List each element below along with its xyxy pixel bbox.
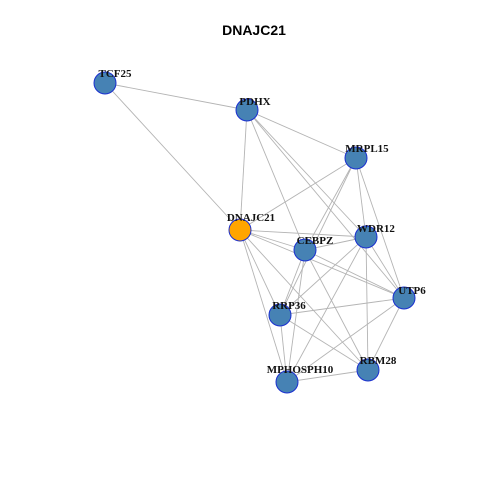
node-dnajc21[interactable] — [228, 218, 252, 242]
node-label-dnajc21: DNAJC21 — [227, 212, 275, 224]
node-mrpl15[interactable] — [344, 146, 368, 170]
node-cebpz[interactable] — [293, 238, 317, 262]
edge-cebpz-rrp36 — [279, 249, 306, 316]
edge-tcf25-pdhx — [104, 82, 248, 111]
edge-dnajc21-rbm28 — [239, 229, 369, 371]
node-label-rbm28: RBM28 — [360, 355, 397, 367]
edge-layer — [104, 82, 405, 383]
node-utp6[interactable] — [392, 286, 416, 310]
node-pdhx[interactable] — [235, 98, 259, 122]
edge-mrpl15-utp6 — [355, 157, 405, 299]
node-mphosph10[interactable] — [275, 370, 299, 394]
edge-pdhx-utp6 — [246, 109, 405, 299]
edge-utp6-rrp36 — [279, 297, 405, 316]
edge-tcf25-dnajc21 — [104, 82, 241, 231]
edge-pdhx-dnajc21 — [239, 109, 248, 231]
node-label-tcf25: TCF25 — [99, 68, 133, 80]
node-rbm28[interactable] — [356, 358, 380, 382]
graph-title: DNAJC21 — [222, 22, 286, 38]
node-label-mrpl15: MRPL15 — [345, 143, 389, 155]
edge-pdhx-mrpl15 — [246, 109, 357, 159]
edge-pdhx-cebpz — [246, 109, 306, 251]
edge-pdhx-wdr12 — [246, 109, 367, 238]
edge-cebpz-rbm28 — [304, 249, 369, 371]
edge-wdr12-utp6 — [365, 236, 405, 299]
edge-dnajc21-rrp36 — [239, 229, 281, 316]
edge-utp6-rbm28 — [367, 297, 405, 371]
edge-rrp36-rbm28 — [279, 314, 369, 371]
node-rrp36[interactable] — [268, 303, 292, 327]
node-label-cebpz: CEBPZ — [297, 235, 334, 247]
edge-mrpl15-dnajc21 — [239, 157, 357, 231]
edge-dnajc21-wdr12 — [239, 229, 367, 238]
node-label-pdhx: PDHX — [239, 96, 270, 108]
edge-cebpz-mphosph10 — [286, 249, 306, 383]
edge-wdr12-rrp36 — [279, 236, 367, 316]
edge-cebpz-utp6 — [304, 249, 405, 299]
edge-mrpl15-rrp36 — [279, 157, 357, 316]
edge-rbm28-mphosph10 — [286, 369, 369, 383]
edge-wdr12-mphosph10 — [286, 236, 367, 383]
edge-mrpl15-cebpz — [304, 157, 357, 251]
node-label-mphosph10: MPHOSPH10 — [267, 364, 334, 376]
node-label-rrp36: RRP36 — [272, 300, 306, 312]
edge-dnajc21-mphosph10 — [239, 229, 288, 383]
edge-utp6-mphosph10 — [286, 297, 405, 383]
edge-dnajc21-utp6 — [239, 229, 405, 299]
node-label-utp6: UTP6 — [398, 285, 426, 297]
node-layer — [93, 71, 416, 394]
edge-mrpl15-wdr12 — [355, 157, 367, 238]
node-wdr12[interactable] — [354, 225, 378, 249]
node-tcf25[interactable] — [93, 71, 117, 95]
node-label-wdr12: WDR12 — [357, 223, 395, 235]
